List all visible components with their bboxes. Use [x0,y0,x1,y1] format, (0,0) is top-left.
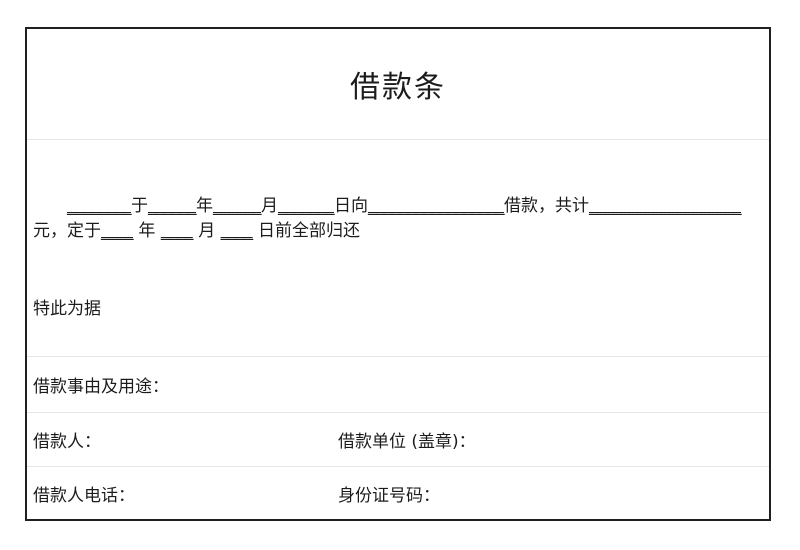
label-id-card-number: 身份证号码： [338,486,440,506]
label-borrower: 借款人： [33,432,101,452]
divider-below-title [27,139,769,140]
body-text-run: 于 [131,196,148,216]
label-loan-reason-and-purpose: 借款事由及用途： [33,377,169,397]
fill-in-blank[interactable]: ____ [160,221,194,241]
divider-below-reason-row [27,412,769,413]
label-borrower-phone: 借款人电话： [33,486,135,506]
body-text-run: 借款，共计 [504,196,589,216]
hereby-note: 特此为据 [33,299,101,319]
fill-in-blank[interactable]: _______ [278,196,335,216]
body-text-run: 年 [196,196,213,216]
fill-in-blank[interactable]: ____ [101,221,134,241]
body-text-run: 元，定于 [33,221,101,241]
loan-body-block: ________于______年______月_______日向________… [33,194,763,244]
fill-in-blank[interactable]: _________________ [368,196,505,216]
fill-in-blank[interactable]: ___________________ [589,196,742,216]
loan-body-paragraph: ________于______年______月_______日向________… [33,194,763,244]
label-borrowing-unit-seal: 借款单位 (盖章)： [338,432,476,452]
page-title: 借款条 [350,70,446,105]
body-text-run: 日前全部归还 [252,221,361,241]
fill-in-blank[interactable]: ________ [67,196,132,216]
body-text-run [33,196,67,216]
fill-in-blank[interactable]: ______ [148,196,197,216]
body-text-run: 日向 [334,196,368,216]
fill-in-blank[interactable]: ____ [220,221,254,241]
body-text-run: 月 [192,221,221,241]
document-frame: 借款条 ________于______年______月_______日向____… [25,27,771,521]
body-text-run: 年 [133,221,161,241]
body-text-run: 月 [261,196,278,216]
divider-below-borrower-row [27,466,769,467]
divider-below-body [27,356,769,357]
fill-in-blank[interactable]: ______ [213,196,262,216]
